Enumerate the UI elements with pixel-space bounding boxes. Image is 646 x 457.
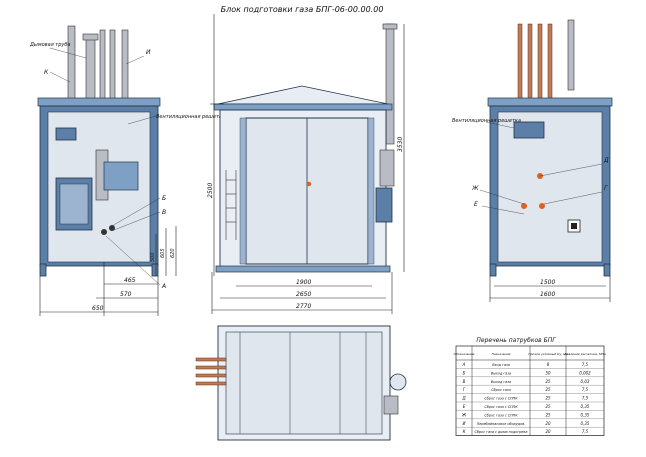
table-cell: 7,5 xyxy=(582,387,589,392)
table-cell: И xyxy=(463,421,466,426)
dim-2500: 2500 xyxy=(207,183,214,198)
dim-2770: 2770 xyxy=(296,303,311,310)
table-cell: 0,03 xyxy=(581,379,590,384)
table-cell: 7,5 xyxy=(582,362,589,367)
table-header-3: Давление расчетное, МПа xyxy=(563,352,606,356)
left-side-view: Дымовая труба К И Вентиляционная решетка… xyxy=(29,25,225,316)
front-roof xyxy=(217,85,389,105)
chimney-cap xyxy=(82,33,99,41)
left-roof xyxy=(37,97,161,107)
front-view: 2500 3530 1900 2650 2770 xyxy=(207,14,405,314)
left-vent-grille xyxy=(55,127,77,141)
table-cell: К xyxy=(463,429,466,434)
table-cell: Б xyxy=(463,370,466,375)
table-cell: Вход газа xyxy=(492,363,510,367)
drawing-title: Блок подготовки газа БПГ-06-00.00.00 xyxy=(221,5,384,14)
table-cell: Е xyxy=(463,404,466,409)
table-cell: Сброс газа xyxy=(491,388,510,392)
table-cell: Выход газа xyxy=(491,380,511,384)
dim-605: 605 xyxy=(160,248,166,258)
callout-zh: Ж xyxy=(471,185,479,192)
table-cell: 25 xyxy=(545,404,551,409)
table-cell: Перебайпасовое оборудов. xyxy=(477,422,526,426)
front-chimney xyxy=(385,23,395,145)
table-cell: Сброс газа с СППК xyxy=(484,397,518,401)
table-cell: Г xyxy=(463,387,466,392)
dim-1600: 1600 xyxy=(540,291,555,298)
dim-465: 465 xyxy=(124,277,136,284)
table-cell: 25 xyxy=(545,396,551,401)
table-cell: Ж xyxy=(461,412,467,417)
dim-2650: 2650 xyxy=(296,291,311,298)
door-handle xyxy=(306,181,312,187)
dim-1500: 1500 xyxy=(540,279,555,286)
table-cell: Сброс газа с СППК xyxy=(484,405,518,409)
right-vent-grille xyxy=(513,121,545,139)
callout-b: Б xyxy=(162,195,166,202)
callout-k: К xyxy=(44,69,49,76)
dim-3530: 3530 xyxy=(397,137,404,152)
callout-grille-right: Вентиляционная решетка xyxy=(452,118,521,124)
inlet-nozzle xyxy=(101,229,107,235)
callout-d: Д xyxy=(603,157,609,164)
table-cell: 0,35 xyxy=(581,421,590,426)
dim-1900: 1900 xyxy=(296,279,311,286)
table-cell: 7,5 xyxy=(582,396,589,401)
dim-650: 650 xyxy=(92,305,104,312)
table-header-2: Проход условный Dу, мм xyxy=(528,352,568,356)
table-cell: 7,5 xyxy=(582,429,589,434)
table-cell: 0,002 xyxy=(579,370,591,375)
callout-e: Е xyxy=(474,201,478,208)
table-caption: Перечень патрубков БПГ xyxy=(476,337,556,344)
callout-g: Г xyxy=(604,185,608,192)
table-cell: Выход газа xyxy=(491,371,511,375)
nozzle-table: Перечень патрубков БПГ Обозначение Назнач… xyxy=(454,337,606,436)
dim-500: 500 xyxy=(150,252,156,262)
table-cell: 8 xyxy=(547,362,550,367)
table-cell: 0,35 xyxy=(581,404,590,409)
callout-a: А xyxy=(161,283,166,290)
filter-unit xyxy=(103,161,139,191)
table-header-0: Обозначение xyxy=(454,352,475,356)
table-cell: А xyxy=(462,362,466,367)
table-cell: 0,35 xyxy=(581,412,590,417)
dim-620: 620 xyxy=(170,248,176,258)
table-cell: 50 xyxy=(545,370,551,375)
table-cell: 25 xyxy=(545,387,551,392)
right-side-view: Вентиляционная решетка Д Ж Г Е 1500 1600 xyxy=(452,19,613,302)
table-cell: 25 xyxy=(545,412,551,417)
table-cell: 20 xyxy=(545,429,551,434)
callout-v: В xyxy=(162,209,166,216)
table-header-1: Назначение xyxy=(492,352,511,356)
table-cell: Сброс газа с дыма подогрева xyxy=(475,430,528,434)
callout-grille-left: Вентиляционная решетка xyxy=(156,114,225,120)
table-cell: 20 xyxy=(545,421,551,426)
dim-570: 570 xyxy=(120,291,132,298)
vent-pipe-1 xyxy=(67,25,76,107)
plan-view xyxy=(195,325,407,441)
table-cell: Сброс газа с СППК xyxy=(484,413,518,417)
table-cell: В xyxy=(463,379,466,384)
callout-chimney: Дымовая труба xyxy=(29,42,71,48)
callout-i: И xyxy=(146,49,151,56)
table-cell: Д xyxy=(461,396,465,401)
table-cell: 25 xyxy=(545,379,551,384)
